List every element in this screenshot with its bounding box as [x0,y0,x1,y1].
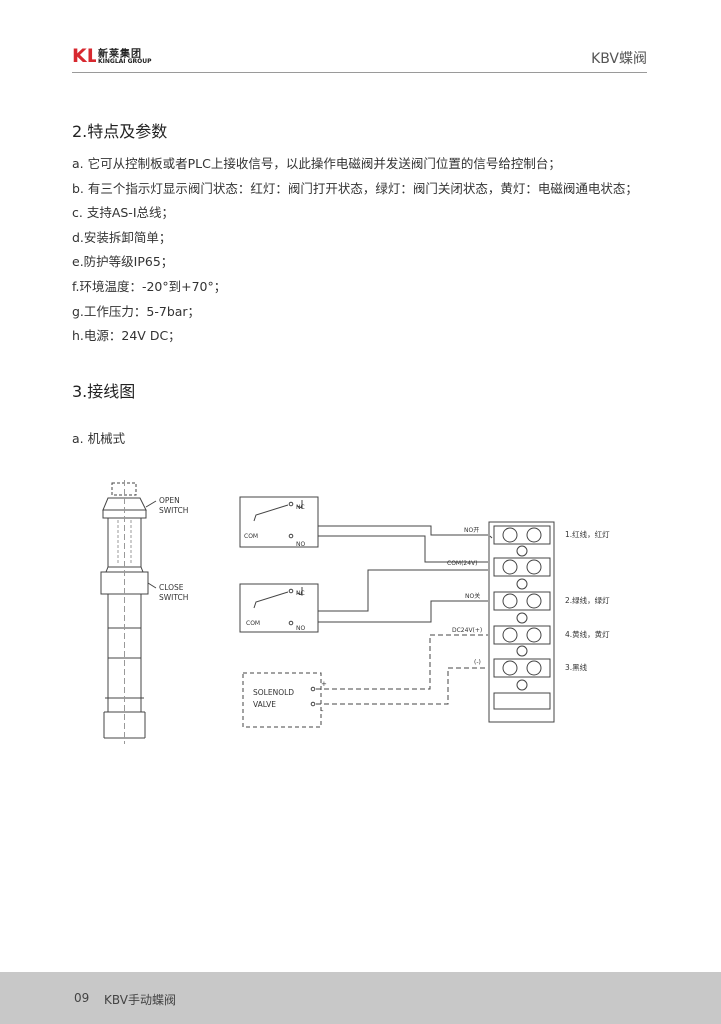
header-product-title: KBV蝶阀 [591,51,647,67]
terminal-spare-slot [493,692,551,710]
terminal-row [493,557,551,590]
feature-item: a. 它可从控制板或者PLC上接收信号，以此操作电磁阀并发送阀门位置的信号给控制… [72,156,561,171]
terminal-row [493,625,551,657]
sensor-body [100,480,149,744]
open-switch-com-label: COM [244,533,258,540]
feature-item: h.电源：24V DC； [72,328,181,344]
close-switch-label-line2: SWITCH [159,593,188,602]
terminal-rows [493,525,551,710]
page-footer: 09 KBV手动蝶阀 [0,972,721,1024]
page-header: KL 新莱集团 KINGLAI GROUP KBV蝶阀 [72,42,647,73]
close-switch-box [239,583,319,633]
wiring-diagram: OPEN SWITCH CLOSE SWITCH NC NO COM NC NO… [100,480,610,744]
open-switch-nc-label: NC [296,504,305,511]
logo-mark-icon: KL [72,45,96,66]
feature-item: d.安装拆卸简单； [72,229,172,245]
open-switch-no-label: NO [296,541,305,548]
terminal-label-no-open: NO开 [464,527,479,534]
solenoid-valve-box [242,672,322,728]
footer-page-number: 09 [74,991,90,1005]
section-wiring-title: 3.接线图 [72,382,136,401]
solenoid-plus-label: + [321,680,327,688]
features-list: a. 它可从控制板或者PLC上接收信号，以此操作电磁阀并发送阀门位置的信号给控制… [72,152,638,349]
terminal-row [493,525,551,557]
logo-english-name: KINGLAI GROUP [98,58,152,65]
wire-label-green: 2.绿线，绿灯 [565,595,610,605]
solenoid-label-line1: SOLENOLD [253,688,294,697]
close-switch-label-line1: CLOSE [159,583,184,592]
logo-chinese-name: 新莱集团 [98,49,142,60]
open-switch-box [239,496,319,548]
terminal-row [493,658,551,691]
open-switch-label-line1: OPEN [159,496,180,505]
close-switch-com-label: COM [246,620,260,627]
feature-item: f.环境温度：-20°到+70°； [72,278,227,294]
terminal-label-com: COM(24V) [447,560,478,567]
terminal-row [493,591,551,624]
terminal-label-dc24v-plus: DC24V(+) [452,627,482,634]
terminal-label-dc24v-minus: (-) [474,659,481,666]
wire-label-black: 3.黑线 [565,662,588,672]
feature-item: e.防护等级IP65； [72,254,174,270]
logo-mark-text: KL [72,45,96,66]
feature-item: g.工作压力：5-7bar； [72,303,201,319]
solenoid-minus-label: - [321,707,324,715]
feature-item: c. 支持AS-I总线； [72,205,175,221]
footer-doc-title: KBV手动蝶阀 [104,993,176,1007]
close-switch-nc-label: NC [296,590,305,597]
terminal-label-no-close: NO关 [465,592,480,600]
close-switch-no-label: NO [296,625,305,632]
solenoid-label-line2: VALVE [253,700,276,709]
section-features-title: 2.特点及参数 [72,122,168,141]
feature-item: b. 有三个指示灯显示阀门状态：红灯：阀门打开状态，绿灯：阀门关闭状态，黄灯：电… [72,180,638,196]
wire-label-yellow: 4.黄线，黄灯 [565,629,610,639]
wire-label-red: 1.红线，红灯 [565,529,610,539]
wiring-subtitle: a. 机械式 [72,431,126,446]
terminal-block [488,521,555,723]
open-switch-label-line2: SWITCH [159,506,188,515]
